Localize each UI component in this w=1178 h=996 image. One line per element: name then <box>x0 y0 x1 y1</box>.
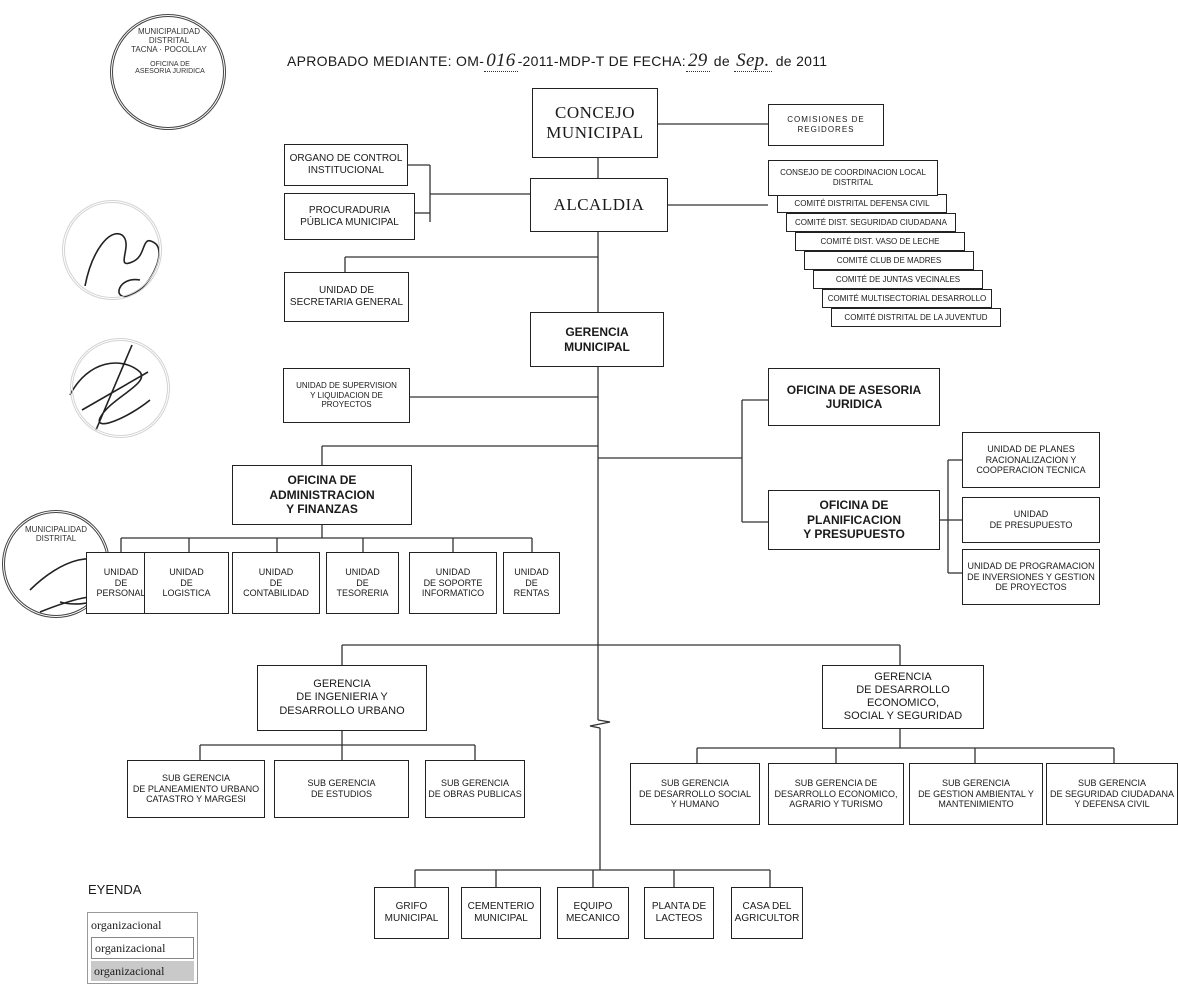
subgerencia-box: SUB GERENCIA DE GESTION AMBIENTAL Y MANT… <box>909 763 1043 825</box>
administracion-unit-box: UNIDAD DE RENTAS <box>503 552 560 614</box>
approval-suffix: de 2011 <box>771 53 828 69</box>
service-box: GRIFO MUNICIPAL <box>374 887 449 939</box>
subgerencia-box: SUB GERENCIA DE DESARROLLO ECONOMICO, AG… <box>768 763 904 825</box>
approval-month: Sep. <box>734 50 772 72</box>
comite-box: COMITÉ DE JUNTAS VECINALES <box>813 270 983 289</box>
approval-mid: -2011-MDP-T DE FECHA: <box>517 53 686 69</box>
legend-title: EYENDA <box>88 882 142 897</box>
asesoria-juridica-box: OFICINA DE ASESORIA JURIDICA <box>768 368 940 426</box>
stamp-seal: MUNICIPALIDAD DISTRITAL TACNA · POCOLLAY… <box>110 14 226 130</box>
administracion-unit-box: UNIDAD DE LOGISTICA <box>144 552 229 614</box>
planificacion-unit-box: UNIDAD DE PRESUPUESTO <box>962 497 1100 543</box>
comite-box: COMITÉ DIST. VASO DE LECHE <box>795 232 965 251</box>
subgerencia-box: SUB GERENCIA DE SEGURIDAD CIUDADANA Y DE… <box>1046 763 1178 825</box>
comite-box: CONSEJO DE COORDINACION LOCAL DISTRITAL <box>768 160 938 196</box>
legend-row: organizacional <box>91 918 162 932</box>
secretaria-general-box: UNIDAD DE SECRETARIA GENERAL <box>284 272 409 322</box>
procuraduria-box: PROCURADURIA PÚBLICA MUNICIPAL <box>284 193 415 240</box>
gerencia-desarrollo-box: GERENCIA DE DESARROLLO ECONOMICO, SOCIAL… <box>822 665 984 729</box>
subgerencia-box: SUB GERENCIA DE PLANEAMIENTO URBANO CATA… <box>127 760 265 818</box>
legend-row: organizacional <box>91 961 194 981</box>
concejo-municipal-box: CONCEJO MUNICIPAL <box>532 88 658 158</box>
comite-box: COMITÉ DIST. SEGURIDAD CIUDADANA <box>786 213 956 232</box>
comisiones-box: COMISIONES DE REGIDORES <box>768 104 884 146</box>
legend-box: organizacional organizacional organizaci… <box>87 912 198 984</box>
stamp-seal-inner-text: OFICINA DE ASESORIA JURIDICA <box>135 61 205 75</box>
service-box: CEMENTERIO MUNICIPAL <box>461 887 541 939</box>
subgerencia-box: SUB GERENCIA DE OBRAS PUBLICAS <box>425 760 525 818</box>
subgerencia-box: SUB GERENCIA DE ESTUDIOS <box>274 760 409 818</box>
stamp-seal-text: MUNICIPALIDAD DISTRITAL TACNA · POCOLLAY <box>131 27 207 54</box>
comite-box: COMITÉ DISTRITAL DE LA JUVENTUD <box>831 308 1001 327</box>
planificacion-unit-box: UNIDAD DE PLANES RACIONALIZACION Y COOPE… <box>962 432 1100 488</box>
planificacion-unit-box: UNIDAD DE PROGRAMACION DE INVERSIONES Y … <box>962 549 1100 605</box>
service-box: EQUIPO MECANICO <box>557 887 629 939</box>
oci-box: ORGANO DE CONTROL INSTITUCIONAL <box>284 144 408 186</box>
supervision-box: UNIDAD DE SUPERVISION Y LIQUIDACION DE P… <box>283 368 410 423</box>
planificacion-presupuesto-box: OFICINA DE PLANIFICACION Y PRESUPUESTO <box>768 490 940 550</box>
administracion-unit-box: UNIDAD DE TESORERIA <box>326 552 399 614</box>
stamp-seal-text: MUNICIPALIDAD DISTRITAL <box>24 525 88 543</box>
ordinance-number: 016 <box>484 50 518 72</box>
administracion-unit-box: UNIDAD DE CONTABILIDAD <box>232 552 320 614</box>
gerencia-ingenieria-box: GERENCIA DE INGENIERIA Y DESARROLLO URBA… <box>257 665 427 731</box>
approval-prefix: APROBADO MEDIANTE: OM- <box>287 53 485 69</box>
faint-stamp-seal <box>62 200 162 300</box>
approval-de: de <box>709 53 735 69</box>
approval-day: 29 <box>685 50 710 72</box>
approval-header: APROBADO MEDIANTE: OM-016-2011-MDP-T DE … <box>287 50 827 72</box>
administracion-finanzas-box: OFICINA DE ADMINISTRACION Y FINANZAS <box>232 465 412 525</box>
comite-box: COMITÉ CLUB DE MADRES <box>804 251 974 270</box>
faint-stamp-seal <box>70 338 170 438</box>
comite-box: COMITÉ DISTRITAL DEFENSA CIVIL <box>777 194 947 213</box>
service-box: CASA DEL AGRICULTOR <box>731 887 803 939</box>
gerencia-municipal-box: GERENCIA MUNICIPAL <box>530 312 664 367</box>
administracion-unit-box: UNIDAD DE SOPORTE INFORMATICO <box>409 552 497 614</box>
subgerencia-box: SUB GERENCIA DE DESARROLLO SOCIAL Y HUMA… <box>630 763 760 825</box>
alcaldia-box: ALCALDIA <box>530 178 668 232</box>
comite-box: COMITÉ MULTISECTORIAL DESARROLLO <box>822 289 992 308</box>
service-box: PLANTA DE LACTEOS <box>644 887 714 939</box>
legend-row: organizacional <box>91 937 194 959</box>
